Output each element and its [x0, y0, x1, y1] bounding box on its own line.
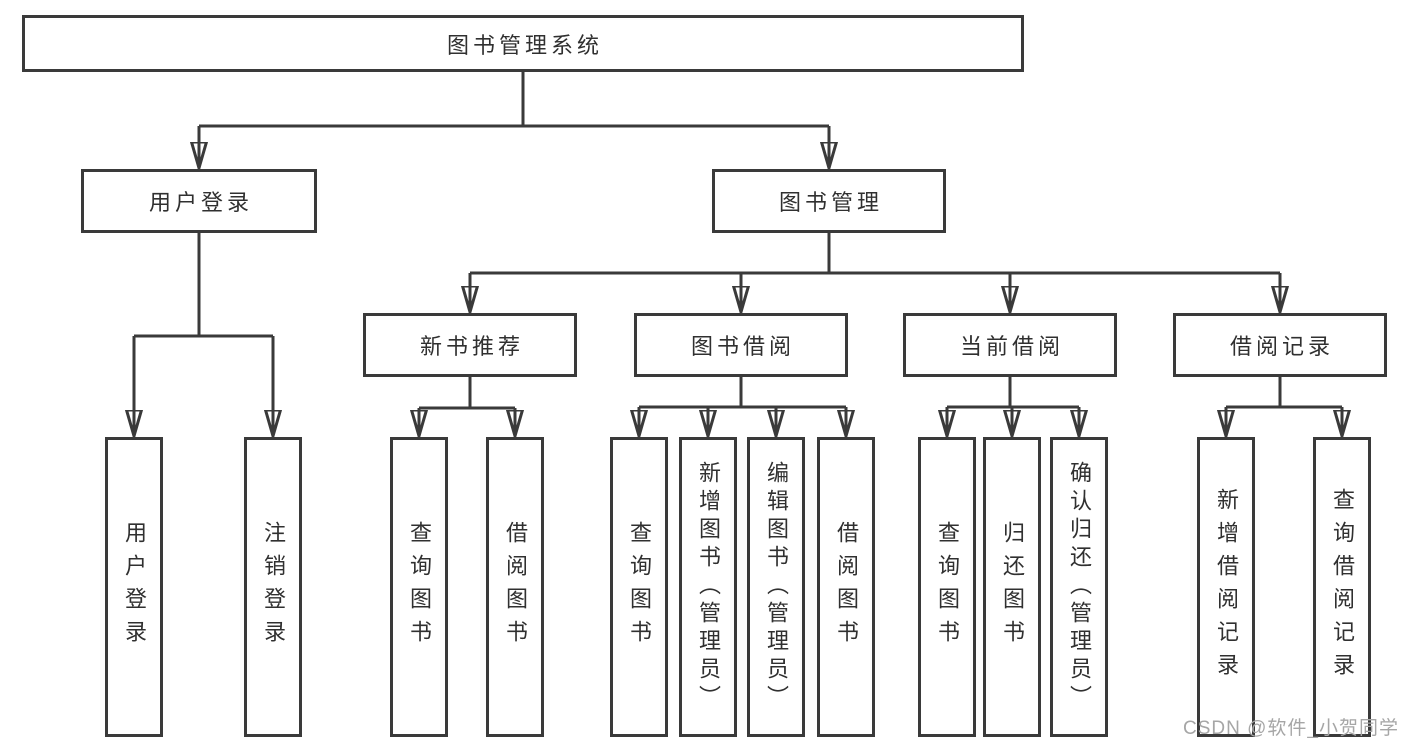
node-root-library-system: 图书管理系统 — [22, 15, 1024, 72]
connector-user-login-to-leaves — [134, 233, 273, 435]
node-user-login: 用户登录 — [81, 169, 317, 233]
node-book-borrowing: 图书借阅 — [634, 313, 848, 377]
node-borrowing-records: 借阅记录 — [1173, 313, 1387, 377]
connector-new-book-recommend-to-leaves — [419, 377, 515, 435]
connector-book-borrowing-to-leaves — [639, 377, 846, 435]
node-leaf-confirm-return-admin: 确认归还（管理员） — [1050, 437, 1108, 737]
node-leaf-query-books-borrowing: 查询图书 — [610, 437, 668, 737]
node-leaf-return-books: 归还图书 — [983, 437, 1041, 737]
node-leaf-edit-books-admin: 编辑图书（管理员） — [747, 437, 805, 737]
node-book-management: 图书管理 — [712, 169, 946, 233]
node-leaf-user-login: 用户登录 — [105, 437, 163, 737]
node-leaf-borrow-books-borrowing: 借阅图书 — [817, 437, 875, 737]
node-new-book-recommend: 新书推荐 — [363, 313, 577, 377]
connector-book-management-to-level3 — [470, 233, 1280, 311]
node-leaf-query-borrow-record: 查询借阅记录 — [1313, 437, 1371, 737]
node-leaf-add-borrow-record: 新增借阅记录 — [1197, 437, 1255, 737]
connector-current-borrowing-to-leaves — [947, 377, 1079, 435]
connector-root-to-level2 — [199, 72, 829, 167]
node-leaf-logout: 注销登录 — [244, 437, 302, 737]
node-leaf-query-books-current: 查询图书 — [918, 437, 976, 737]
csdn-watermark: CSDN @软件_小贺同学 — [1183, 718, 1399, 739]
node-current-borrowing: 当前借阅 — [903, 313, 1117, 377]
node-leaf-add-books-admin: 新增图书（管理员） — [679, 437, 737, 737]
connector-borrowing-records-to-leaves — [1226, 377, 1342, 435]
node-leaf-borrow-books-recommend: 借阅图书 — [486, 437, 544, 737]
node-leaf-query-books-recommend: 查询图书 — [390, 437, 448, 737]
